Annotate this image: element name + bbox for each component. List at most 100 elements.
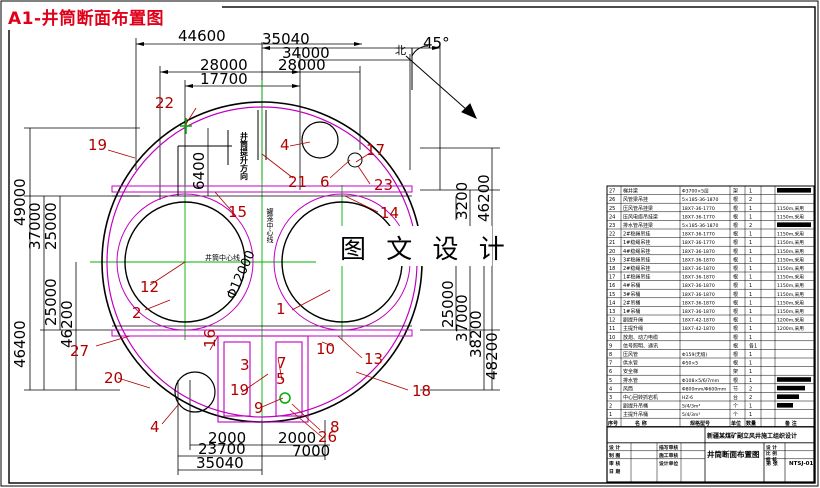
table-cell-name: 2#稳绳吊挂 [623, 265, 650, 272]
table-cell-no: 12 [609, 318, 615, 324]
callout-26: 26 [318, 428, 337, 446]
callout-13: 13 [364, 350, 383, 368]
north-label: 北 [395, 44, 406, 57]
bucket-left-ring [116, 193, 254, 331]
table-cell-no: 4 [609, 386, 612, 392]
fan-duct [174, 371, 216, 413]
table-cell-unit: 根 [733, 196, 738, 203]
callout-10: 10 [316, 340, 335, 358]
callout-9: 9 [254, 399, 264, 417]
table-cell-name: 主提升吊桶 [623, 411, 648, 418]
table-cell-name: 2#稳绳吊挂 [623, 231, 650, 238]
dim-texts-vertical-left: 49000 37000 25000 25000 46200 46400 6400 [11, 152, 208, 368]
table-cell-qty: 1 [749, 335, 752, 341]
air-duct-top [301, 121, 339, 159]
centre-line-label: 井筒中心线 [205, 253, 240, 262]
callout-3: 3 [240, 356, 250, 374]
table-cell-unit: 根 [733, 334, 738, 341]
table-cell-no: 27 [609, 189, 615, 195]
table-header-qty: 数量 [746, 420, 756, 427]
tb-right-label: 比 例 [766, 450, 777, 457]
table-cell-remark: 1200m,采用 [777, 317, 804, 324]
table-cell-unit: 根 [733, 325, 738, 332]
table-cell-unit: 个 [733, 412, 738, 418]
dim-top5: 28000 [278, 56, 326, 74]
dim-right3: 25000 [439, 280, 457, 328]
table-cell-spec: 18X7-36-1870 [682, 249, 715, 255]
table-cell-name: 4#吊桶 [623, 282, 640, 289]
table-cell-unit: 根 [733, 342, 738, 349]
dim-bot2: 2000 [278, 429, 316, 447]
tb-right-label: 设 计 [766, 444, 777, 451]
dim-bot3: 23700 [198, 440, 246, 458]
callout-15: 15 [228, 203, 247, 221]
table-cell-qty: 1 [749, 275, 752, 281]
ladder-compartment [217, 335, 309, 423]
dim-bot1: 2000 [208, 429, 246, 447]
table-cell-qty: 1 [749, 369, 752, 375]
table-cell-no: 23 [609, 223, 615, 229]
table-cell-name: 1#稳绳吊挂 [623, 239, 650, 246]
table-cell-qty: 1 [749, 300, 752, 306]
callout-6: 6 [320, 173, 330, 191]
table-cell-remark: 1150m,采用 [777, 265, 804, 272]
table-cell-qty: 2 [749, 395, 752, 401]
table-fill-bar [777, 222, 811, 227]
table-cell-no: 24 [609, 214, 615, 220]
bucket-left [124, 201, 246, 323]
table-cell-unit: 根 [733, 299, 738, 306]
top-lifting-beam [177, 145, 232, 196]
table-cell-qty: 1 [749, 352, 752, 358]
table-cell-no: 1 [609, 412, 612, 418]
table-cell-spec: 18X7-36-1770 [682, 214, 715, 220]
table-cell-unit: 根 [733, 239, 738, 246]
dim-top1: 44600 [178, 27, 226, 45]
table-header-unit: 单位 [731, 420, 741, 427]
table-cell-name: 梯井梁 [623, 188, 638, 195]
dim-texts: 44600 35040 34000 28000 28000 17700 2000… [178, 27, 330, 472]
table-cell-no: 22 [609, 232, 615, 238]
table-cell-unit: 根 [733, 256, 738, 263]
table-cell-name: 1#稳绳吊挂 [623, 274, 650, 281]
dim-left5: 46200 [58, 300, 76, 348]
table-cell-name: 4#稳绳吊挂 [623, 248, 650, 255]
table-cell-qty: 1 [749, 292, 752, 298]
callout-1: 1 [276, 300, 286, 318]
tb-left-label: 制 图 [609, 452, 620, 459]
dim-left2: 37000 [26, 202, 44, 250]
dim-texts-vertical-right: 46200 3200 25000 37000 38200 48200 [439, 174, 501, 380]
table-cell-qty: 1 [749, 404, 752, 410]
table-cell-qty: 2 [749, 223, 752, 229]
table-cell-unit: 根 [733, 231, 738, 238]
table-cell-no: 8 [609, 352, 612, 358]
table-cell-name: 3#稳绳吊挂 [623, 256, 650, 263]
tb-mid-label: 设计单位 [659, 460, 678, 467]
table-cell-name: 放炮、动力电缆 [623, 334, 658, 341]
callout-16: 16 [201, 329, 219, 348]
table-cell-name: 主提升绳 [623, 325, 643, 332]
tb-project: 新疆某煤矿副立风井施工组织设计 [707, 432, 797, 440]
table-cell-name: 压风管 [623, 351, 638, 358]
north-arrow [405, 45, 477, 119]
table-cell-no: 10 [609, 335, 615, 341]
small-pipe-top [347, 152, 363, 168]
dim-left4: 25000 [42, 278, 60, 326]
table-cell-spec: 5×185-36-1870 [682, 197, 718, 203]
table-cell-name: 排水管 [623, 377, 638, 384]
table-cell-spec: Φ800mm/Φ600mm [682, 386, 727, 392]
dim-top4: 28000 [200, 56, 248, 74]
callout-5: 5 [276, 370, 286, 388]
table-fill-bar [777, 394, 799, 399]
inner-frame [8, 6, 816, 484]
table-cell-remark: 1150m,采用 [777, 231, 804, 238]
table-cell-spec: 18X7-42-1870 [682, 326, 715, 332]
watermark-box: 图 文 设 计 [316, 226, 505, 266]
callout-25: 23 [374, 176, 393, 194]
table-cell-unit: 根 [733, 377, 738, 384]
table-cell-spec: 5×185-36-1870 [682, 223, 718, 229]
table-cell-no: 21 [609, 240, 615, 246]
table-cell-qty: 2 [749, 197, 752, 203]
table-cell-spec: 18X7-36-1870 [682, 266, 715, 272]
